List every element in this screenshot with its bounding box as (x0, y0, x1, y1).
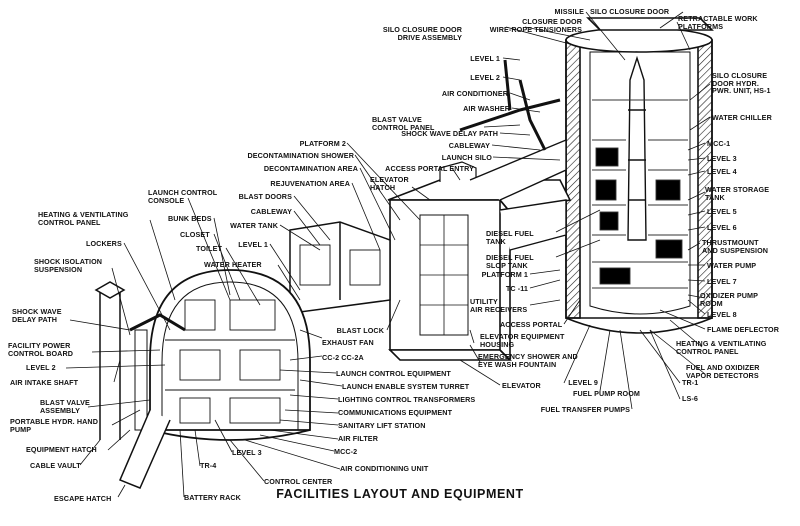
label-cable-vault: CABLE VAULT (30, 461, 81, 470)
label-water-storage-tank: WATER STORAGE TANK (705, 185, 770, 202)
air-intake-shaft (94, 281, 186, 440)
label-level-5: LEVEL 5 (707, 207, 737, 216)
label-mcc-1: MCC-1 (707, 139, 731, 148)
air-washer-pipes (459, 59, 561, 151)
label-level-3: LEVEL 3 (707, 154, 737, 163)
label-control-center: CONTROL CENTER (264, 477, 333, 486)
label-closure-door-wire-rope-tensioners: CLOSURE DOOR WIRE-ROPE TENSIONERS (489, 17, 582, 34)
label-facility-power-control-board: FACILITY POWER CONTROL BOARD (8, 341, 74, 358)
label-communications-equipment: COMMUNICATIONS EQUIPMENT (338, 408, 453, 417)
label-decontamination-shower: DECONTAMINATION SHOWER (247, 151, 354, 160)
label-lockers: LOCKERS (86, 239, 122, 248)
label-level-9: LEVEL 9 (568, 378, 598, 387)
label-launch-control-equipment: LAUNCH CONTROL EQUIPMENT (336, 369, 451, 378)
label-level-4: LEVEL 4 (707, 167, 737, 176)
label-elevator-equipment-housing: ELEVATOR EQUIPMENT HOUSING (480, 332, 565, 349)
label-flame-deflector: FLAME DEFLECTOR (707, 325, 780, 334)
label-heating-ventilating-control-panel-left: HEATING & VENTILATING CONTROL PANEL (38, 210, 129, 227)
label-portable-hydr-hand-pump: PORTABLE HYDR. HAND PUMP (10, 417, 99, 434)
label-level-1-silo: LEVEL 1 (470, 54, 500, 63)
escape-hatch-tube (119, 409, 171, 489)
missile-shape (627, 55, 647, 241)
label-air-filter: AIR FILTER (338, 434, 378, 443)
silo-levels (592, 99, 688, 289)
label-water-chiller: WATER CHILLER (712, 113, 772, 122)
label-air-intake-shaft: AIR INTAKE SHAFT (10, 378, 79, 387)
label-platform-1: PLATFORM 1 (481, 270, 528, 279)
label-thrustmount-and-suspension: THRUSTMOUNT AND SUSPENSION (702, 238, 769, 255)
label-rejuvenation-area: REJUVENATION AREA (270, 179, 350, 188)
label-level-2-silo: LEVEL 2 (470, 73, 500, 82)
label-air-conditioner: AIR CONDITIONER (441, 89, 508, 98)
launch-silo-structure (565, 17, 714, 334)
label-lighting-control-transformers: LIGHTING CONTROL TRANSFORMERS (338, 395, 476, 404)
label-level-8: LEVEL 8 (707, 310, 737, 319)
label-sanitary-lift-station: SANITARY LIFT STATION (338, 421, 426, 430)
label-fuel-transfer-pumps: FUEL TRANSFER PUMPS (540, 405, 630, 414)
label-air-conditioning-unit: AIR CONDITIONING UNIT (340, 464, 429, 473)
label-battery-rack: BATTERY RACK (184, 493, 241, 502)
label-tr-1: TR-1 (682, 378, 699, 387)
label-air-washer: AIR WASHER (463, 104, 510, 113)
label-water-heater: WATER HEATER (204, 260, 262, 269)
label-exhaust-fan: EXHAUST FAN (322, 338, 374, 347)
label-launch-silo: LAUNCH SILO (441, 153, 492, 162)
label-blast-valve-control-panel: BLAST VALVE CONTROL PANEL (372, 115, 435, 132)
label-level-2-capsule: LEVEL 2 (26, 363, 56, 372)
diagram-caption: FACILITIES LAYOUT AND EQUIPMENT (276, 487, 524, 501)
label-elevator: ELEVATOR (502, 381, 541, 390)
label-water-tank: WATER TANK (230, 221, 278, 230)
label-ls-6: LS-6 (682, 394, 698, 403)
label-utility-air-receivers: UTILITY AIR RECEIVERS (470, 297, 528, 314)
label-shock-isolation-suspension: SHOCK ISOLATION SUSPENSION (34, 257, 103, 274)
label-level-1-capsule: LEVEL 1 (238, 240, 268, 249)
label-shock-wave-delay-path-left: SHOCK WAVE DELAY PATH (12, 307, 62, 324)
label-fuel-pump-room: FUEL PUMP ROOM (572, 389, 640, 398)
label-emergency-shower: EMERGENCY SHOWER AND EYE WASH FOUNTAIN (478, 352, 578, 369)
label-access-portal-entry: ACCESS PORTAL ENTRY (385, 164, 474, 173)
label-elevator-hatch: ELEVATOR HATCH (370, 175, 409, 192)
cableway-tunnel (469, 138, 567, 251)
label-heating-ventilating-control-panel-right: HEATING & VENTILATING CONTROL PANEL (676, 339, 767, 356)
label-toilet: TOILET (196, 244, 223, 253)
label-oxidizer-pump-room: OXIDIZER PUMP ROOM (700, 291, 759, 308)
label-tr-4: TR-4 (200, 461, 217, 470)
label-cc2-cc2a: CC-2 CC-2A (322, 353, 364, 362)
leader-lines (65, 11, 711, 498)
label-missile: MISSILE (554, 7, 584, 16)
capsule-tunnel (276, 221, 391, 319)
label-silo-closure-door-hydr-pwr-unit: SILO CLOSURE DOOR HYDR. PWR. UNIT, HS-1 (712, 71, 771, 96)
label-blast-valve-assembly: BLAST VALVE ASSEMBLY (40, 398, 90, 415)
label-tc-11: TC -11 (505, 284, 528, 293)
label-launch-control-console: LAUNCH CONTROL CONSOLE (148, 188, 218, 205)
label-water-pump: WATER PUMP (707, 261, 757, 270)
label-access-portal: ACCESS PORTAL (500, 320, 563, 329)
label-silo-closure-door: SILO CLOSURE DOOR (590, 7, 670, 16)
label-level-3-capsule: LEVEL 3 (232, 448, 262, 457)
access-portal-structure (387, 161, 572, 361)
label-decontamination-area: DECONTAMINATION AREA (263, 164, 358, 173)
label-bunk-beds: BUNK BEDS (168, 214, 212, 223)
label-escape-hatch: ESCAPE HATCH (54, 494, 112, 503)
label-silo-closure-door-drive-assembly: SILO CLOSURE DOOR DRIVE ASSEMBLY (382, 25, 462, 42)
label-diesel-fuel-tank: DIESEL FUEL TANK (486, 229, 534, 246)
label-equipment-hatch: EQUIPMENT HATCH (26, 445, 97, 454)
label-cableway-lower: CABLEWAY (250, 207, 292, 216)
control-center-dome (149, 269, 311, 441)
label-cableway-upper: CABLEWAY (448, 141, 490, 150)
label-level-6: LEVEL 6 (707, 223, 737, 232)
label-retractable-work-platforms: RETRACTABLE WORK PLATFORMS (678, 14, 758, 31)
label-shock-wave-delay-path-upper: SHOCK WAVE DELAY PATH (401, 129, 498, 138)
label-platform-2: PLATFORM 2 (299, 139, 346, 148)
label-fuel-and-oxidizer-vapor-detectors: FUEL AND OXIDIZER VAPOR DETECTORS (686, 363, 760, 380)
label-level-7: LEVEL 7 (707, 277, 737, 286)
label-blast-doors: BLAST DOORS (238, 192, 292, 201)
label-blast-lock: BLAST LOCK (336, 326, 384, 335)
label-diesel-fuel-slop-tank: DIESEL FUEL SLOP TANK (486, 253, 534, 270)
label-mcc-2: MCC-2 (334, 447, 358, 456)
label-closet: CLOSET (180, 230, 210, 239)
label-launch-enable-system-turret: LAUNCH ENABLE SYSTEM TURRET (342, 382, 470, 391)
